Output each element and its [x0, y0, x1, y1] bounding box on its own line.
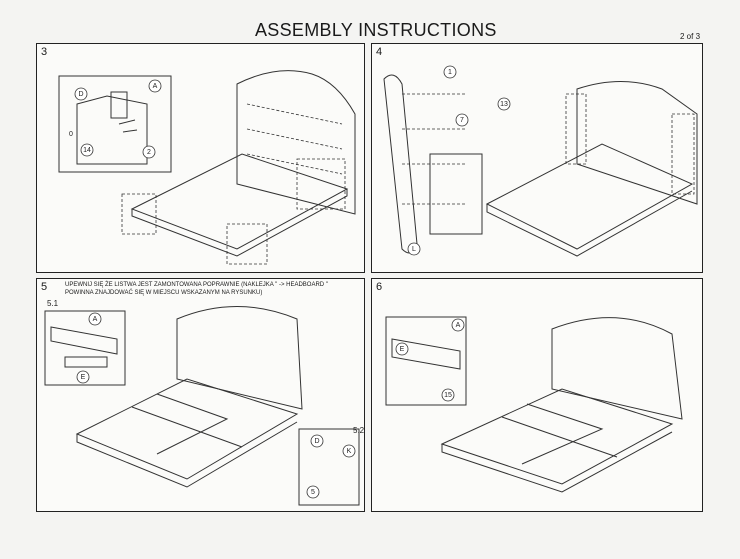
- step-4-callout-l: [407, 242, 421, 256]
- step-3-callout-d-label: D: [78, 91, 83, 98]
- step-3-illustration: D A 0 14 2: [58, 70, 356, 265]
- step-5-illustration: A E D K 5: [44, 306, 360, 506]
- step-5-note-line-1: UPEWNIJ SIĘ ŻE LISTWA JEST ZAMONTOWANA P…: [65, 282, 328, 288]
- step-5-callout-5: [306, 485, 320, 499]
- step-3-callout-2-label: 2: [147, 149, 151, 156]
- step-4-callout-1: [443, 65, 457, 79]
- step-6-callout-e: [395, 342, 409, 356]
- step-3-callout-14-label: 14: [83, 147, 91, 154]
- step-6-callout-15-label: 15: [444, 392, 452, 399]
- step-3-mark-0: 0: [69, 131, 73, 138]
- step-4-illustration: 1 13 7 L: [383, 65, 698, 257]
- step-3-callout-14: [80, 143, 94, 157]
- page-indicator: 2 of 3: [680, 32, 701, 41]
- step-3-detail-box: [58, 75, 172, 173]
- step-3-frame: [130, 153, 349, 250]
- step-5-1-label: 5.1: [47, 299, 59, 308]
- step-4-headboard: [576, 81, 698, 205]
- step-5-panel: 5 5.1 5.2 UPEWNIJ SIĘ ŻE LISTWA JEST ZAM…: [36, 278, 365, 512]
- step-3-number: 3: [41, 46, 48, 58]
- step-5-callout-d: [310, 434, 324, 448]
- step-3-callout-a-label: A: [153, 83, 158, 90]
- step-5-callout-d-label: D: [314, 438, 319, 445]
- step-3-headboard: [236, 70, 356, 215]
- step-5-1-detail-box: [44, 310, 126, 386]
- step-6-callout-a: [451, 318, 465, 332]
- step-4-callout-13-label: 13: [500, 101, 508, 108]
- step-5-2-detail-box: [298, 428, 360, 506]
- step-5-frame: [75, 378, 299, 480]
- step-6-headboard: [551, 317, 683, 420]
- step-4-callout-1-label: 1: [448, 69, 452, 76]
- step-3-callout-a: [148, 79, 162, 93]
- step-5-callout-a-label: A: [93, 316, 98, 323]
- step-4-number: 4: [376, 46, 383, 58]
- step-5-callout-e: [76, 370, 90, 384]
- step-6-frame: [440, 388, 674, 485]
- step-3-callout-d: [74, 87, 88, 101]
- step-6-number: 6: [376, 281, 383, 293]
- step-5-callout-k: [342, 444, 356, 458]
- step-5-note-line-2: POWINNA ZNAJDOWAĆ SIĘ W MIEJSCU WSKAZANY…: [65, 290, 263, 296]
- step-3-panel: 3 D A 0 14 2: [36, 43, 365, 273]
- step-6-callout-e-label: E: [400, 346, 405, 353]
- step-5-callout-e-label: E: [81, 374, 86, 381]
- step-4-callout-7: [455, 113, 469, 127]
- step-5-callout-5-label: 5: [311, 489, 315, 496]
- step-3-callout-2: [142, 145, 156, 159]
- step-5-note: UPEWNIJ SIĘ ŻE LISTWA JEST ZAMONTOWANA P…: [65, 281, 361, 297]
- step-5-number: 5: [41, 281, 48, 293]
- step-6-panel: 6 A E 15: [371, 278, 703, 512]
- step-6-illustration: A E 15: [385, 316, 683, 493]
- step-6-callout-15: [441, 388, 455, 402]
- step-4-callout-13: [497, 97, 511, 111]
- step-6-callout-a-label: A: [456, 322, 461, 329]
- page-title: ASSEMBLY INSTRUCTIONS: [255, 20, 497, 40]
- step-5-callout-a: [88, 312, 102, 326]
- step-4-frame: [485, 143, 694, 250]
- step-5-callout-k-label: K: [347, 448, 352, 455]
- step-4-callout-l-label: L: [412, 246, 416, 253]
- step-4-panel: 4 1 13 7 L: [371, 43, 703, 273]
- step-6-detail-box: [385, 316, 467, 406]
- step-4-callout-7-label: 7: [460, 117, 464, 124]
- step-5-headboard: [176, 306, 303, 410]
